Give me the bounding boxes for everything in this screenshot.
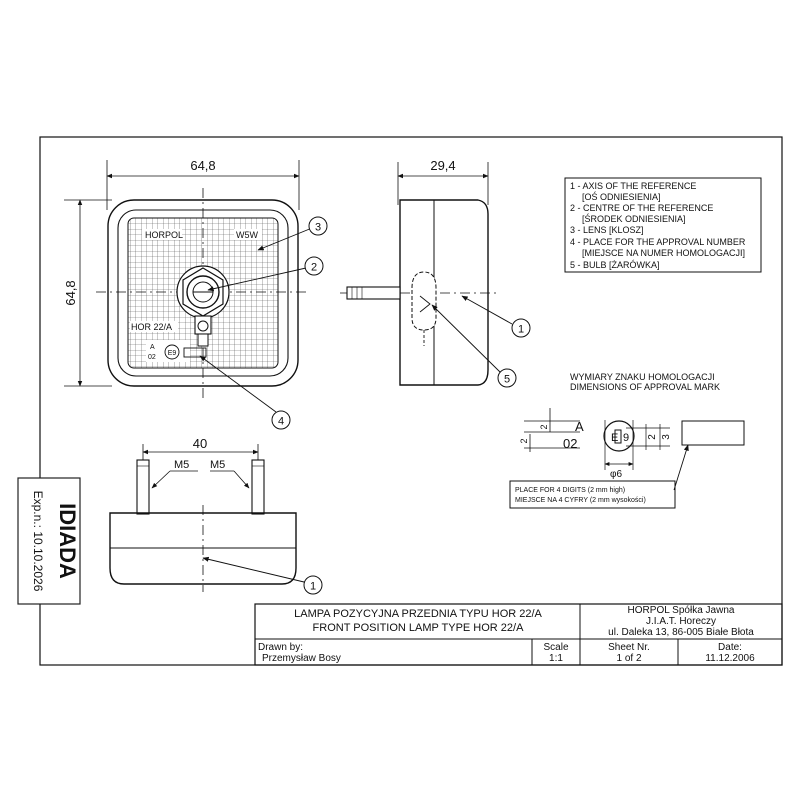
callout-2: 2	[311, 262, 317, 274]
thread-left: M5	[174, 459, 189, 471]
approval-num: 9	[623, 432, 629, 444]
bottom-housing	[109, 512, 297, 585]
callout-3: 3	[315, 222, 321, 234]
lens-mark-code: 02	[148, 354, 156, 361]
title-en: FRONT POSITION LAMP TYPE HOR 22/A	[313, 622, 525, 634]
dim-height-label: 64,8	[63, 280, 78, 305]
drawn-by-name: Przemysław Bosy	[262, 653, 341, 664]
callout-1-bottom: 1	[310, 581, 316, 593]
callout-5: 5	[504, 374, 510, 386]
approval-dim-2a: 2	[539, 424, 549, 429]
approval-note-1: PLACE FOR 4 DIGITS (2 mm high)	[515, 487, 625, 494]
approval-code: 02	[563, 436, 577, 451]
dim-width-label: 64,8	[190, 158, 215, 173]
stamp-logo: IDIADA	[55, 503, 80, 579]
e-mark-circle	[164, 344, 180, 360]
company-name: HORPOL Spółka Jawna	[628, 605, 735, 616]
sheet-value: 1 of 2	[616, 653, 641, 664]
scale-label: Scale	[543, 642, 568, 653]
approval-title-pl: WYMIARY ZNAKU HOMOLOGACJI	[570, 372, 715, 382]
bottom-view: 40 M5 M5 1	[109, 436, 323, 595]
lens-brand: HORPOL	[145, 230, 183, 240]
legend-4-line1: 4 - PLACE FOR THE APPROVAL NUMBER	[570, 237, 746, 247]
date-value: 11.12.2006	[705, 653, 755, 664]
sheet-label: Sheet Nr.	[608, 642, 650, 653]
legend-4-line2: [MIEJSCE NA NUMER HOMOLOGACJI]	[582, 248, 745, 258]
approval-dim-3: 3	[661, 434, 672, 440]
title-block: LAMPA POZYCYJNA PRZEDNIA TYPU HOR 22/A F…	[254, 603, 783, 666]
legend-2-line2: [ŚRODEK ODNIESIENIA]	[582, 213, 686, 224]
date-label: Date:	[718, 642, 742, 653]
company-name-2: J.I.A.T. Horeczy	[646, 616, 716, 627]
legend-3-line1: 3 - LENS [KLOSZ]	[570, 225, 644, 235]
approval-title-en: DIMENSIONS OF APPROVAL MARK	[570, 382, 720, 392]
legend-box: 1 - AXIS OF THE REFERENCE [OŚ ODNIESIENI…	[564, 177, 762, 273]
left-stud	[136, 459, 150, 515]
approval-mark-dimensions: WYMIARY ZNAKU HOMOLOGACJI DIMENSIONS OF …	[509, 372, 745, 509]
legend-2-line1: 2 - CENTRE OF THE REFERENCE	[570, 203, 713, 213]
lens-mark-letter: A	[150, 344, 155, 351]
approval-dim-2b: 2	[519, 438, 529, 443]
drawn-by-label: Drawn by:	[258, 642, 303, 653]
legend-5-line1: 5 - BULB [ŻARÓWKA]	[570, 260, 660, 270]
lens-type: HOR 22/A	[131, 322, 172, 332]
stamp-expiry: Exp.n.: 10.10.2026	[31, 491, 45, 592]
mounting-stud	[346, 286, 401, 300]
lens-e-mark: E9	[168, 350, 177, 357]
legend-1-line2: [OŚ ODNIESIENIA]	[582, 191, 661, 202]
legend-1-line1: 1 - AXIS OF THE REFERENCE	[570, 181, 696, 191]
side-housing	[399, 199, 489, 386]
side-view: 29,4 1 5	[340, 158, 531, 388]
dim-spacing-label: 40	[193, 436, 207, 451]
callout-1-side: 1	[518, 324, 524, 336]
lamp-housing	[107, 199, 299, 387]
callout-4: 4	[278, 416, 284, 428]
approval-letter: A	[575, 419, 584, 434]
bulb-socket	[176, 265, 230, 347]
scale-value: 1:1	[549, 653, 563, 664]
front-view: 64,8 64,8 HORPOL W5W HOR 22/A A 02 E9	[63, 158, 328, 430]
approval-e: E	[611, 432, 618, 444]
idiada-stamp: IDIADA Exp.n.: 10.10.2026	[17, 477, 81, 605]
bulb-outline	[411, 271, 437, 331]
approval-note-2: MIEJSCE NA 4 CYFRY (2 mm wysokości)	[515, 497, 646, 504]
company-address: ul. Daleka 13, 86-005 Białe Błota	[608, 627, 754, 638]
thread-right: M5	[210, 459, 225, 471]
approval-diameter: φ6	[610, 469, 622, 480]
approval-dim-2c: 2	[647, 434, 658, 440]
title-pl: LAMPA POZYCYJNA PRZEDNIA TYPU HOR 22/A	[294, 608, 542, 620]
dim-depth-label: 29,4	[430, 158, 455, 173]
right-stud	[251, 459, 265, 515]
lens-bulb: W5W	[236, 230, 259, 240]
